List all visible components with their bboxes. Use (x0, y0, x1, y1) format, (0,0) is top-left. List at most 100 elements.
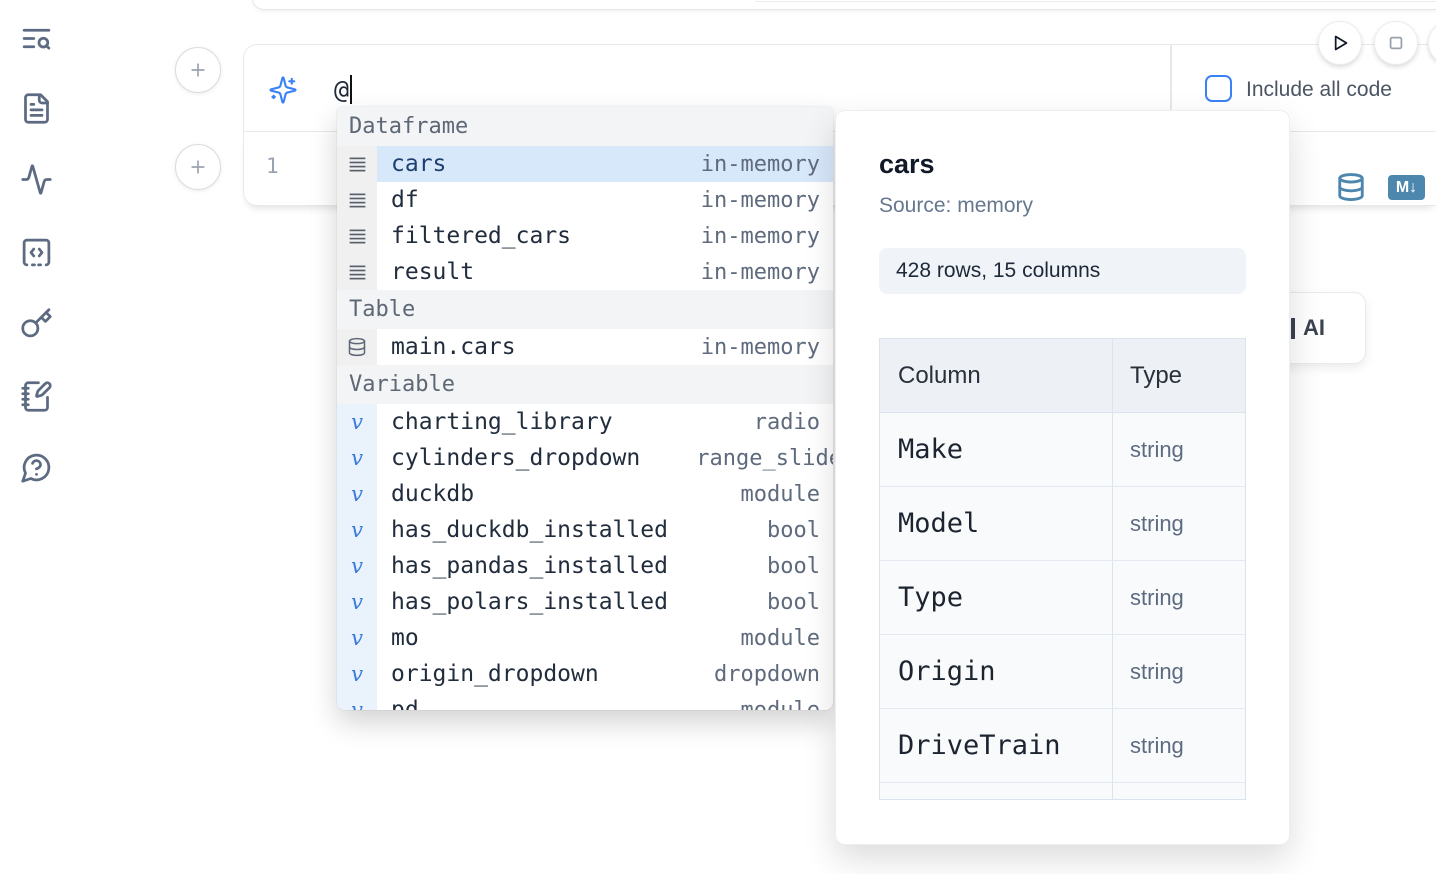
plus-icon (191, 63, 205, 77)
help-chat-icon[interactable] (20, 451, 53, 484)
completion-item-type: in-memory (700, 151, 820, 177)
completion-item-type: bool (767, 517, 820, 543)
add-cell-button-bottom[interactable] (175, 144, 221, 190)
completion-row[interactable]: mo module (337, 620, 833, 656)
database-icon[interactable] (1336, 172, 1366, 202)
completion-item-type: in-memory (700, 187, 820, 213)
completion-item-name: has_pandas_installed (391, 553, 668, 579)
rows-icon (349, 265, 365, 279)
variable-icon (351, 700, 363, 711)
notebook-pen-icon[interactable] (20, 380, 53, 413)
completion-item-body: filtered_cars in-memory (377, 218, 833, 254)
file-text-icon[interactable] (20, 92, 53, 125)
ai-prompt-text: @ (334, 74, 350, 104)
schema-table-row: Origin string (880, 635, 1245, 709)
schema-column-type: string (1130, 584, 1184, 610)
completion-row[interactable]: pd module (337, 692, 833, 710)
completion-row[interactable]: duckdb module (337, 476, 833, 512)
completion-item-name: pd (391, 697, 419, 710)
completion-row[interactable]: charting_library radio (337, 404, 833, 440)
completion-item-name: cylinders_dropdown (391, 445, 641, 471)
schema-table-body: Make string Model string Type string (880, 413, 1245, 799)
text-caret (350, 74, 353, 104)
ai-prompt-input[interactable]: @ (334, 72, 353, 106)
stop-cell-button[interactable] (1374, 21, 1418, 65)
schema-column-type: string (1130, 510, 1184, 536)
key-icon[interactable] (20, 307, 53, 340)
variable-icon (351, 448, 363, 469)
sparkles-icon (268, 75, 298, 105)
completion-row[interactable]: has_duckdb_installed bool (337, 512, 833, 548)
completion-item-body: has_pandas_installed bool (377, 548, 833, 584)
add-cell-button-top[interactable] (175, 47, 221, 93)
schema-column-name: Type (880, 561, 1113, 634)
completion-row[interactable]: result in-memory (337, 254, 833, 290)
completion-row[interactable]: Variable (337, 365, 833, 404)
schema-table-row: DriveTrain string (880, 709, 1245, 783)
rows-icon (349, 157, 365, 171)
completion-item-body: df in-memory (377, 182, 833, 218)
completion-item-body: has_duckdb_installed bool (377, 512, 833, 548)
rows-icon (349, 193, 365, 207)
completion-item-icon (337, 182, 377, 218)
markdown-icon[interactable]: M↓ (1388, 175, 1425, 200)
completion-row[interactable]: has_pandas_installed bool (337, 548, 833, 584)
schema-column-name: Origin (880, 635, 1113, 708)
completion-row[interactable]: Table (337, 290, 833, 329)
completion-item-type: module (740, 625, 820, 651)
completion-row[interactable]: cars in-memory (337, 146, 833, 182)
variable-icon (351, 412, 363, 433)
completion-item-body: has_polars_installed bool (377, 584, 833, 620)
completion-section-label: Table (349, 297, 416, 322)
completion-item-name: main.cars (391, 334, 516, 360)
include-all-code-checkbox[interactable] (1205, 75, 1232, 102)
completion-item-icon (337, 218, 377, 254)
completion-item-body: mo module (377, 620, 833, 656)
variable-icon (351, 520, 363, 541)
completion-row[interactable]: origin_dropdown dropdown (337, 656, 833, 692)
text-search-icon[interactable] (20, 22, 53, 55)
variable-icon (351, 484, 363, 505)
schema-column-type: string (1130, 436, 1184, 462)
completion-item-body: main.cars in-memory (377, 329, 833, 365)
schema-table-row: Make string (880, 413, 1245, 487)
clipped-letter-stub (1291, 317, 1295, 339)
completion-item-name: duckdb (391, 481, 475, 507)
completion-item-name: mo (391, 625, 419, 651)
completion-row[interactable]: has_polars_installed bool (337, 584, 833, 620)
activity-icon[interactable] (20, 163, 53, 196)
left-sidebar (0, 0, 72, 874)
column-header: Column (880, 339, 1113, 412)
completion-item-body: origin_dropdown dropdown (377, 656, 833, 692)
completion-row[interactable]: main.cars in-memory (337, 329, 833, 365)
completion-item-icon (337, 404, 377, 440)
completion-row[interactable]: cylinders_dropdown range_slider (337, 440, 833, 476)
schema-column-name: DriveTrain (880, 709, 1113, 782)
play-icon (1334, 35, 1348, 51)
variable-icon (351, 664, 363, 685)
run-cell-button[interactable] (1318, 21, 1362, 65)
variable-icon (351, 628, 363, 649)
completion-item-type: module (740, 697, 820, 711)
variable-icon (351, 592, 363, 613)
ai-cell-divider (1170, 45, 1172, 131)
completion-row[interactable]: df in-memory (337, 182, 833, 218)
completion-item-body: pd module (377, 692, 833, 710)
include-all-code-label: Include all code (1246, 78, 1392, 101)
preview-source: Source: memory (879, 194, 1034, 217)
completion-item-type: bool (767, 553, 820, 579)
plus-icon (191, 160, 205, 174)
completion-row[interactable]: Dataframe (337, 107, 833, 146)
completion-item-name: cars (391, 151, 447, 177)
code-snippet-icon[interactable] (20, 236, 53, 269)
schema-table-row: Type string (880, 561, 1245, 635)
schema-column-type (1113, 783, 1245, 799)
completion-item-type: in-memory (700, 259, 820, 285)
database-icon (348, 337, 366, 357)
completion-item-icon (337, 584, 377, 620)
stop-icon (1389, 36, 1403, 50)
completion-item-icon (337, 692, 377, 710)
completion-row[interactable]: filtered_cars in-memory (337, 218, 833, 254)
schema-table-row (880, 783, 1245, 799)
